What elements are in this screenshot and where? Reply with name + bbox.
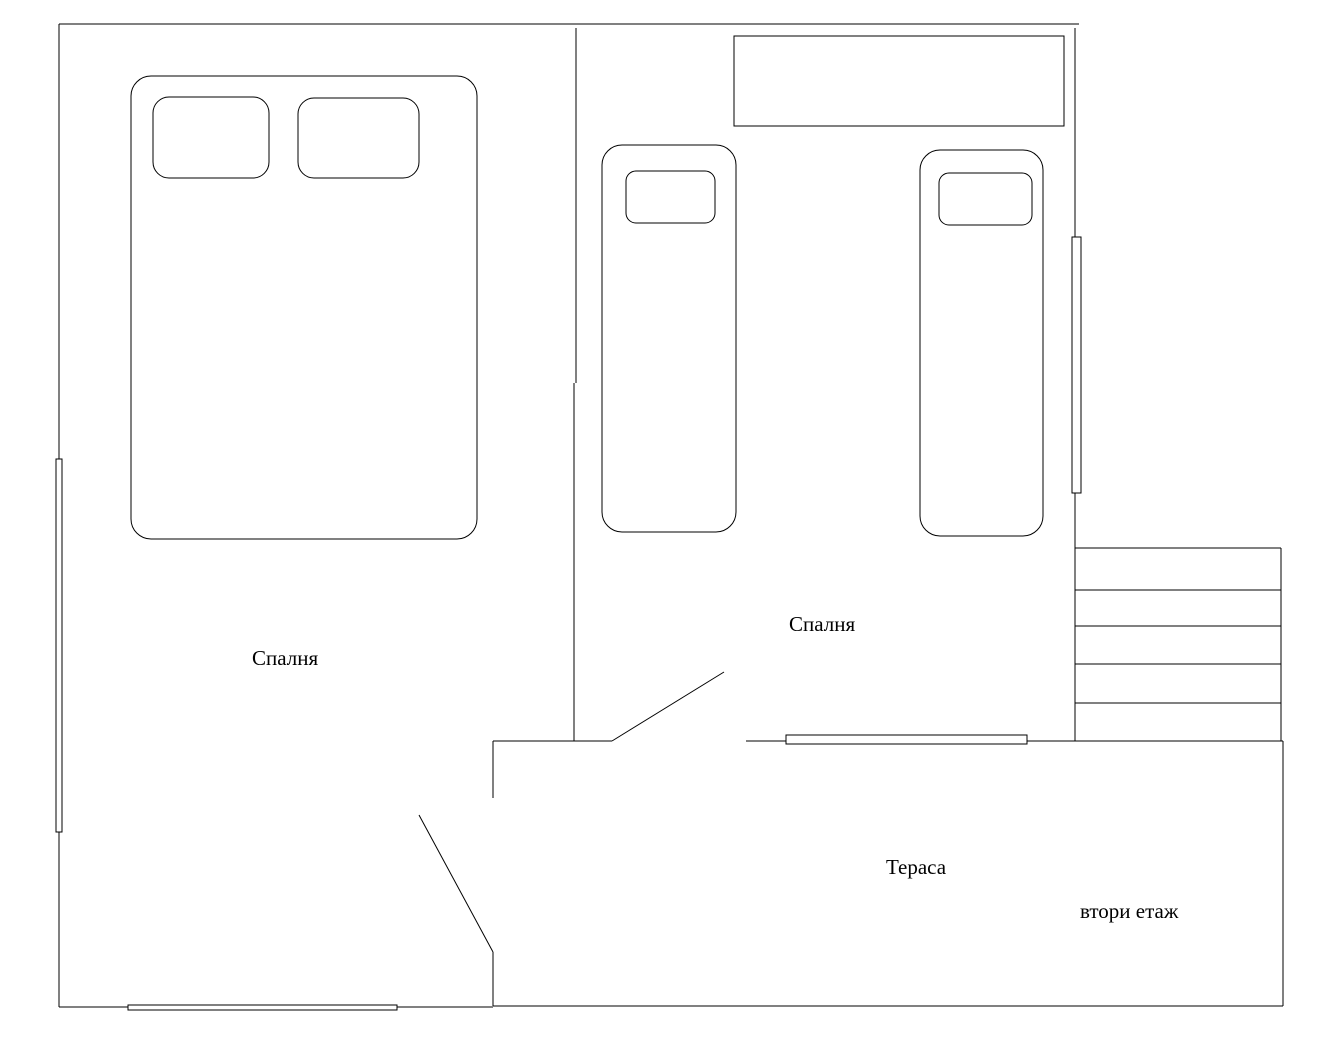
double-bed-frame [130,75,478,540]
single-bed-left-pillow [625,170,716,224]
label-bedroom-right: Спалня [789,612,855,636]
door-right-bedroom-leaf [611,671,725,742]
label-terrace: Тераса [886,855,947,879]
single-bed-right-pillow [938,172,1033,226]
window-right-wall [1071,236,1082,494]
pillow-right [297,97,420,179]
window-bottom-wall [127,1004,398,1011]
label-bedroom-left: Спалня [252,646,318,670]
window-terrace [785,734,1028,745]
pillow-left [152,96,270,179]
door-left-bedroom [418,814,494,953]
single-bed-left-frame [601,144,737,533]
single-bed-left [601,144,737,533]
window-left-wall [55,458,63,833]
wardrobe [733,35,1065,127]
label-floor: втори етаж [1080,899,1179,923]
single-bed-right [919,149,1044,537]
partition-wall [573,28,577,741]
door-left-leaf [418,814,494,953]
stairs [1075,547,1282,741]
single-bed-right-frame [919,149,1044,537]
double-bed [130,75,478,540]
